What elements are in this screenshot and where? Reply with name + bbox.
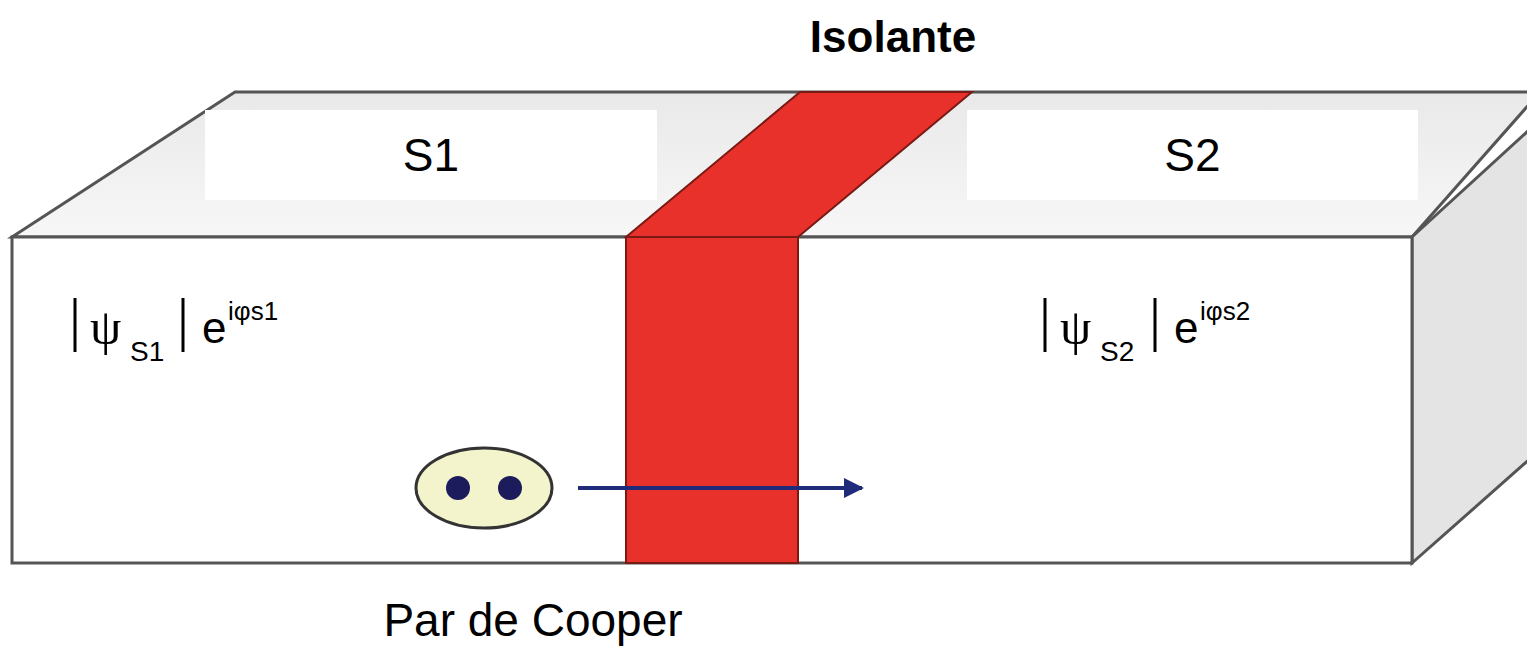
material-name: S2 (1164, 132, 1220, 178)
motion-arrow (578, 486, 862, 490)
exponential-base: e (1174, 306, 1198, 350)
subscript: S1 (130, 338, 164, 366)
subscript: S2 (1100, 338, 1134, 366)
insulator-label: Isolante (810, 15, 976, 59)
psi-symbol: ψ (90, 302, 121, 352)
modulus-bar (182, 298, 185, 352)
psi-symbol: ψ (1060, 302, 1091, 352)
cooper-pair-label: Par de Cooper (383, 597, 682, 643)
modulus-bar (74, 298, 77, 352)
exponential-base: e (202, 306, 226, 350)
phase-exponent: iφs1 (228, 298, 278, 324)
modulus-bar (1154, 298, 1157, 352)
insulator-top (626, 92, 972, 237)
right-face (1412, 120, 1527, 563)
material-label-box: S1 (205, 110, 657, 200)
insulator-front (626, 237, 798, 563)
modulus-bar (1044, 298, 1047, 352)
top-face (12, 92, 1527, 237)
electron-dot (446, 476, 470, 500)
phase-exponent: iφs2 (1200, 298, 1250, 324)
cooper-pair-ellipse (416, 448, 552, 528)
material-name: S1 (403, 132, 459, 178)
material-label-box: S2 (967, 110, 1418, 200)
front-face (12, 237, 1412, 563)
electron-dot (498, 476, 522, 500)
